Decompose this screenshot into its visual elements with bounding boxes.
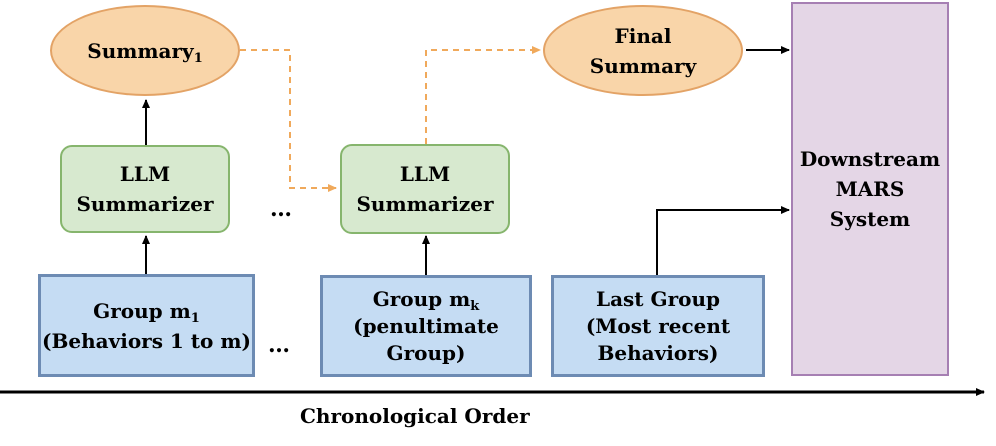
arrow-last-group-to-downstream bbox=[656, 206, 790, 275]
final-summary-line2: Summary bbox=[589, 53, 697, 78]
ellipsis-top: … bbox=[270, 196, 297, 222]
summary-1-ellipse: Summary1 bbox=[50, 5, 240, 96]
dashed-arrow-summary1-to-llm2 bbox=[240, 49, 337, 192]
llm-summarizer-2-line1: LLM bbox=[399, 162, 451, 186]
downstream-line2: MARS bbox=[835, 177, 905, 201]
llm-summarizer-2-line2: Summarizer bbox=[356, 192, 494, 216]
llm-summarizer-1-line2: Summarizer bbox=[76, 192, 214, 216]
group-mk-subscript: k bbox=[470, 298, 480, 314]
downstream-line1: Downstream bbox=[799, 147, 941, 171]
summary-1-text: Summary bbox=[87, 38, 194, 63]
llm-summarizer-1-line1: LLM bbox=[119, 162, 171, 186]
group-mk-box: Group mk (penultimate Group) bbox=[320, 275, 532, 377]
last-group-box: Last Group (Most recent Behaviors) bbox=[551, 275, 765, 377]
group-m1-line2: (Behaviors 1 to m) bbox=[42, 328, 251, 353]
last-group-line2: (Most recent bbox=[585, 313, 731, 338]
summary-1-subscript: 1 bbox=[193, 50, 203, 66]
final-summary-ellipse: Final Summary bbox=[543, 5, 743, 96]
dashed-arrow-llm2-to-final-summary bbox=[425, 46, 541, 144]
group-mk-line2: (penultimate bbox=[353, 313, 499, 338]
axis-label: Chronological Order bbox=[300, 404, 530, 428]
summary-1-label: Summary1 bbox=[87, 36, 202, 66]
last-group-line3: Behaviors) bbox=[597, 340, 719, 365]
downstream-line3: System bbox=[829, 207, 911, 231]
llm-summarizer-2: LLM Summarizer bbox=[340, 144, 510, 234]
final-summary-line1: Final bbox=[614, 23, 672, 48]
llm-summarizer-1: LLM Summarizer bbox=[60, 145, 230, 233]
group-m1-box: Group m1 (Behaviors 1 to m) bbox=[38, 274, 255, 377]
group-mk-text: Group m bbox=[372, 286, 471, 311]
ellipsis-bottom: … bbox=[268, 332, 295, 358]
last-group-line1: Last Group bbox=[596, 286, 720, 311]
group-mk-line3: Group) bbox=[386, 340, 466, 365]
downstream-mars-system: Downstream MARS System bbox=[791, 2, 949, 376]
group-m1-line1: Group m1 bbox=[93, 296, 200, 326]
group-mk-line1: Group mk bbox=[373, 286, 480, 313]
group-m1-subscript: 1 bbox=[190, 310, 200, 326]
group-m1-text: Group m bbox=[93, 298, 191, 323]
